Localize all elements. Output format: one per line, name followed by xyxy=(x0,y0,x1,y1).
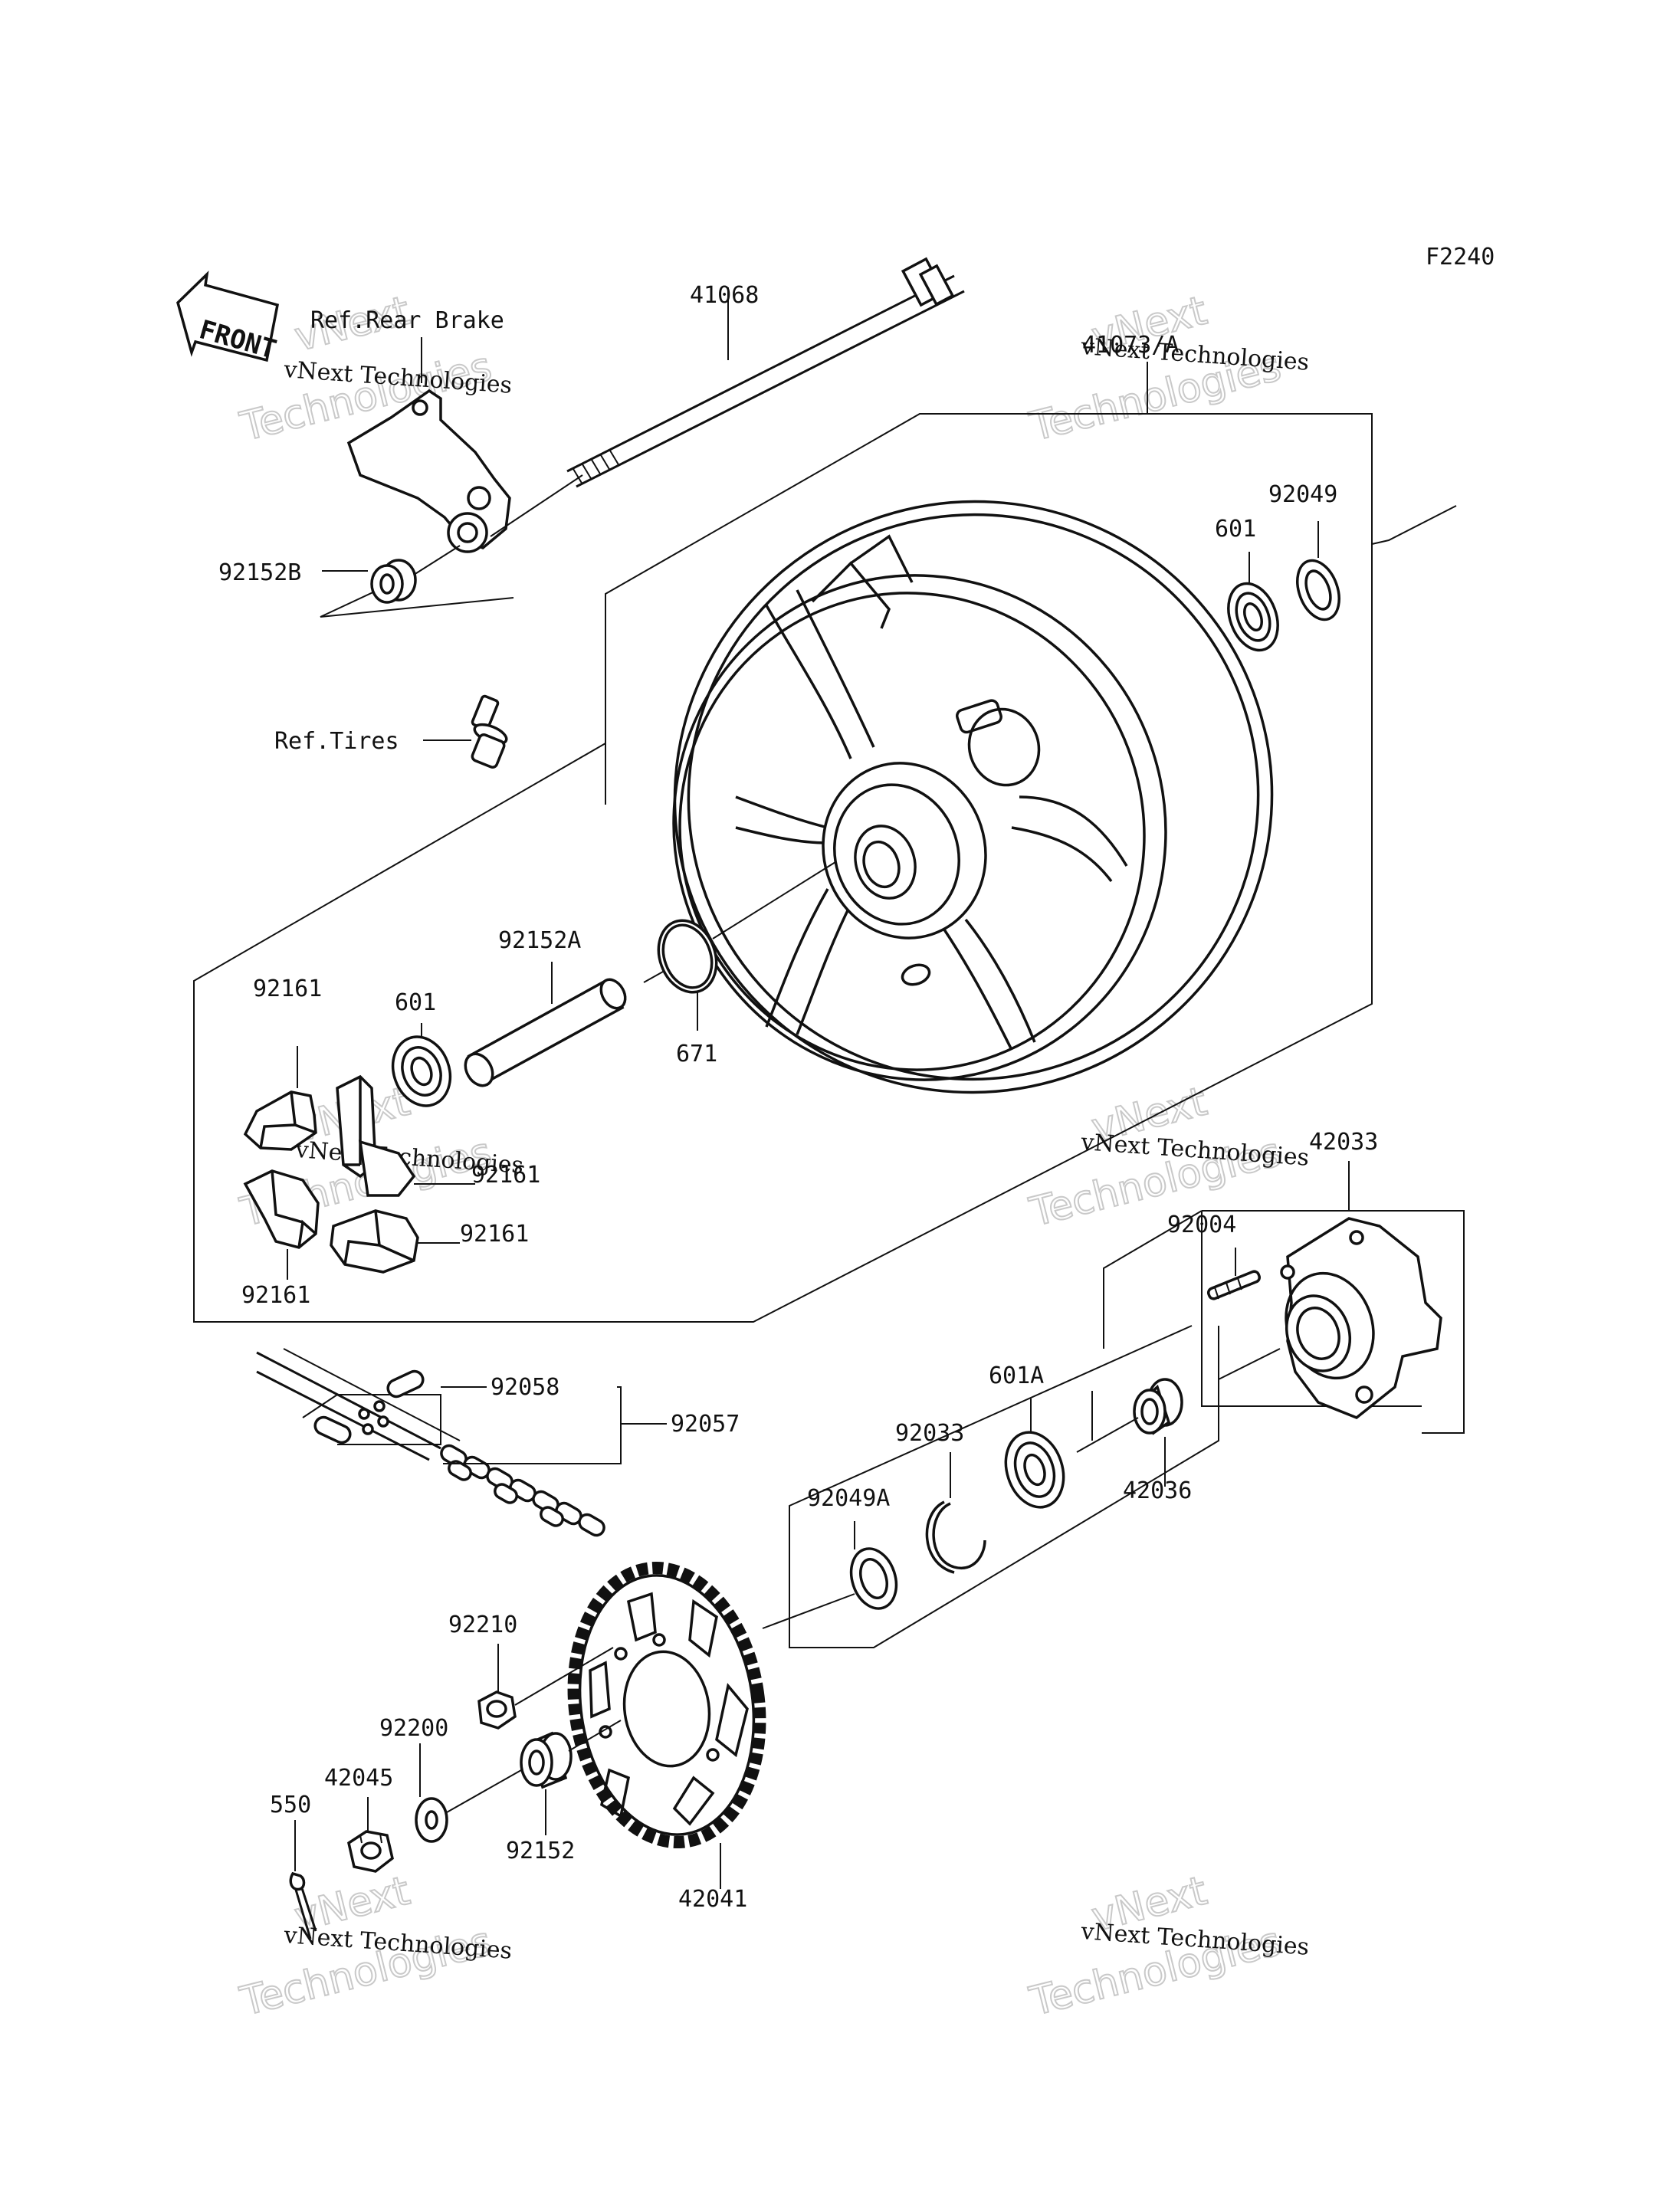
collar-to-sprocket xyxy=(568,1720,622,1752)
label-92152b: 92152B xyxy=(218,559,301,586)
axle-shaft xyxy=(566,274,955,473)
sprocket-to-seal xyxy=(762,1593,855,1629)
label-92057: 92057 xyxy=(671,1411,740,1438)
label-92200: 92200 xyxy=(379,1715,448,1742)
label-41073a: 41073/A xyxy=(1082,332,1179,359)
hub-to-collar xyxy=(1218,1348,1281,1380)
label-92161-right-lower: 92161 xyxy=(460,1221,529,1248)
ref-tires-label: Ref.Tires xyxy=(274,728,399,755)
label-92152: 92152 xyxy=(506,1838,575,1864)
circlip-92033 xyxy=(925,1452,986,1574)
label-92033: 92033 xyxy=(895,1420,964,1447)
label-601-top: 601 xyxy=(1215,516,1256,543)
front-arrow-icon: FRONT xyxy=(176,271,280,366)
bracket-to-axle xyxy=(490,474,583,537)
hub-bore-inner xyxy=(862,840,901,889)
figure-code: F2240 xyxy=(1426,244,1495,271)
nut-42045 xyxy=(347,1797,394,1873)
sprocket-body xyxy=(578,1574,756,1836)
wheel-spokes xyxy=(735,534,1128,1051)
leader-92057-bracket xyxy=(443,1386,622,1464)
label-92161-top: 92161 xyxy=(253,976,322,1002)
axle-shaft-edge xyxy=(576,290,965,488)
damper-c xyxy=(243,1169,320,1280)
drive-chain xyxy=(256,1348,667,1537)
caliper-bracket xyxy=(346,337,583,553)
label-42041: 42041 xyxy=(678,1886,747,1913)
bearing-601-top xyxy=(1227,552,1279,652)
cotter-pin-550 xyxy=(289,1820,317,1940)
damper-a xyxy=(243,1046,317,1151)
axle-flange xyxy=(918,264,955,307)
nut-to-sprocket xyxy=(514,1647,614,1706)
rim-inner-edge xyxy=(678,592,1146,1071)
ref-rear-brake-label: Ref.Rear Brake xyxy=(310,307,504,334)
seal-92049a xyxy=(849,1521,898,1610)
wheel-boss-tab xyxy=(956,699,1002,734)
seal-92049 xyxy=(1296,521,1340,621)
label-92004: 92004 xyxy=(1167,1212,1236,1238)
watermark-top-right: vNext Technologies vNext Technologies xyxy=(1025,287,1311,451)
bearing-601a xyxy=(1004,1399,1065,1509)
sprocket-bore xyxy=(622,1650,711,1768)
collar-to-bearing xyxy=(1076,1417,1139,1453)
tire-valve xyxy=(423,694,508,769)
collar-92152a xyxy=(464,962,627,1087)
label-41068: 41068 xyxy=(690,282,759,309)
damper-b xyxy=(336,1074,475,1197)
left-chevron xyxy=(320,572,514,618)
sprocket-hub-42033 xyxy=(1218,1161,1442,1420)
sprocket-cutouts xyxy=(589,1592,749,1826)
oring-671 xyxy=(643,919,718,1031)
rim-inner xyxy=(672,574,1167,1081)
axle xyxy=(566,257,965,488)
watermark-bottom-left: vNext Technologies vNext Technologies xyxy=(235,1867,514,2026)
axle-thread xyxy=(573,450,620,485)
label-92058: 92058 xyxy=(491,1374,559,1401)
label-42033: 42033 xyxy=(1309,1129,1378,1156)
label-550: 550 xyxy=(270,1792,311,1818)
rear-wheel xyxy=(672,500,1274,1094)
label-92161-right-upper: 92161 xyxy=(471,1162,540,1189)
stud-92004 xyxy=(1206,1248,1262,1300)
sprocket-group-outline xyxy=(789,1325,1219,1648)
bearing-601-mid xyxy=(391,1023,452,1107)
label-92152a: 92152A xyxy=(498,927,581,954)
wheel-group-outline xyxy=(193,413,1373,1323)
hub-inner-outline xyxy=(1103,1210,1203,1349)
label-92161-bottom: 92161 xyxy=(241,1282,310,1309)
master-link-92058 xyxy=(302,1369,667,1464)
label-42036: 42036 xyxy=(1123,1477,1192,1504)
damper-d xyxy=(330,1209,460,1274)
oring-to-hub xyxy=(712,861,836,939)
right-chevron xyxy=(1371,505,1457,545)
label-92210: 92210 xyxy=(448,1612,517,1638)
nut-92210 xyxy=(477,1644,614,1730)
collar-42036 xyxy=(1076,1378,1183,1487)
collar-92152 xyxy=(520,1720,622,1835)
part-labels: Ref.Rear Brake Ref.Tires 41068 41073/A 9… xyxy=(218,282,1378,1913)
collar-to-bracket xyxy=(413,545,461,575)
damper-set-92161 xyxy=(243,1046,475,1280)
oring-to-collar xyxy=(643,971,664,983)
wheel-boss xyxy=(967,707,1041,787)
sprocket-42041 xyxy=(567,1561,855,1889)
collar-92152b xyxy=(322,545,461,604)
label-92049: 92049 xyxy=(1268,481,1337,508)
label-601-mid: 601 xyxy=(395,989,436,1016)
wheel-hub-inner xyxy=(833,783,960,926)
washer-to-collar xyxy=(446,1769,522,1813)
chain-links xyxy=(440,1444,605,1537)
label-42045: 42045 xyxy=(324,1765,393,1792)
label-92049a: 92049A xyxy=(807,1485,890,1512)
chain-line-upper xyxy=(256,1351,441,1450)
label-601a: 601A xyxy=(989,1362,1044,1389)
hub-group-outline xyxy=(1202,1210,1465,1434)
wheel-valve-hole xyxy=(901,963,931,986)
watermark-bottom-right: vNext Technologies vNext Technologies xyxy=(1025,1867,1311,2026)
washer-92200 xyxy=(415,1743,522,1843)
rim-lip xyxy=(687,513,1260,1081)
label-671: 671 xyxy=(676,1041,717,1067)
